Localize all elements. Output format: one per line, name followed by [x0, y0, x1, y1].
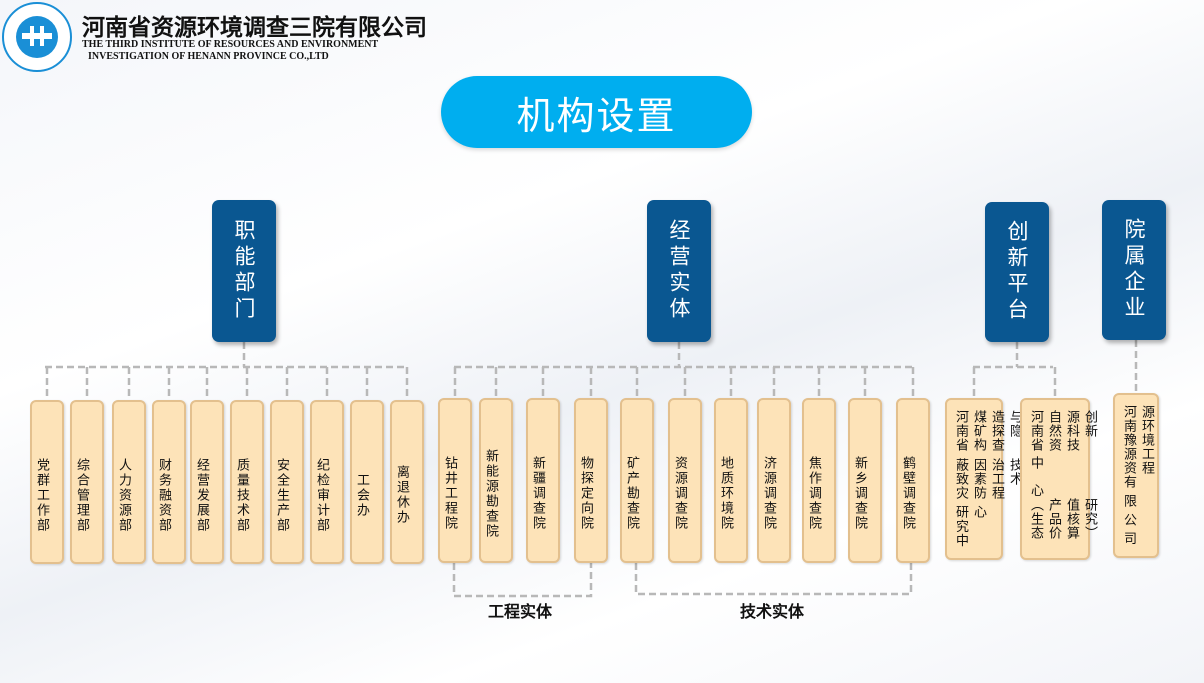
- unit-box: 工会办: [350, 400, 384, 564]
- company-name-en-1: THE THIRD INSTITUTE OF RESOURCES AND ENV…: [82, 39, 379, 50]
- unit-box: 财务融资部: [152, 400, 186, 564]
- unit-box: 人力资源部: [112, 400, 146, 564]
- category-affiliated-enterprises: 院属企业: [1102, 200, 1166, 340]
- category-functional-departments: 职能部门: [212, 200, 276, 342]
- unit-name-column: 有限公司: [1121, 475, 1136, 546]
- unit-box: 河南豫源资源环境工程有限公司: [1113, 393, 1159, 558]
- unit-name-column: （生态产品价值核算研究）: [1028, 497, 1097, 540]
- unit-box: 物探定向院: [574, 398, 608, 563]
- subgroup-technical: 技术实体: [740, 602, 805, 621]
- unit-box: 新能源勘查院: [479, 398, 513, 563]
- unit-box: 地质环境院: [714, 398, 748, 563]
- unit-box: 济源调查院: [757, 398, 791, 563]
- category-innovation-platforms: 创新平台: [985, 202, 1049, 342]
- unit-box: 焦作调查院: [802, 398, 836, 563]
- unit-name-column: 研究中心: [953, 505, 986, 549]
- unit-box: 安全生产部: [270, 400, 304, 564]
- unit-box: 离退休办: [390, 400, 424, 564]
- unit-box: 资源调查院: [668, 398, 702, 563]
- category-business-entities: 经营实体: [647, 200, 711, 342]
- unit-box: 钻井工程院: [438, 398, 472, 563]
- unit-box: 质量技术部: [230, 400, 264, 564]
- unit-box: 河南省自然资源科技创新中心（生态产品价值核算研究）: [1020, 398, 1097, 560]
- subgroup-engineering: 工程实体: [488, 602, 553, 621]
- company-name-cn: 河南省资源环境调查三院有限公司: [82, 14, 427, 41]
- company-logo: [2, 2, 72, 72]
- unit-box: 综合管理部: [70, 400, 104, 564]
- unit-box: 新乡调查院: [848, 398, 882, 563]
- unit-box: 矿产勘查院: [620, 398, 654, 563]
- unit-name-column: 蔽致灾因素防治工程技术: [953, 457, 1022, 500]
- unit-name-column: 中心: [1028, 456, 1043, 498]
- unit-box: 纪检审计部: [310, 400, 344, 564]
- page-title: 机构设置: [441, 76, 752, 148]
- unit-name-column: 河南省煤矿构造探查与隐: [953, 410, 1022, 452]
- unit-box: 经营发展部: [190, 400, 224, 564]
- unit-box: 新疆调查院: [526, 398, 560, 563]
- unit-box: 鹤壁调查院: [896, 398, 930, 563]
- unit-box: 党群工作部: [30, 400, 64, 564]
- unit-name-column: 河南豫源资源环境工程: [1121, 405, 1154, 475]
- company-name-en-2: INVESTIGATION OF HENANN PROVINCE CO.,LTD: [88, 51, 329, 62]
- unit-name-column: 河南省自然资源科技创新: [1028, 410, 1097, 452]
- unit-box: 河南省煤矿构造探查与隐蔽致灾因素防治工程技术研究中心: [945, 398, 1022, 560]
